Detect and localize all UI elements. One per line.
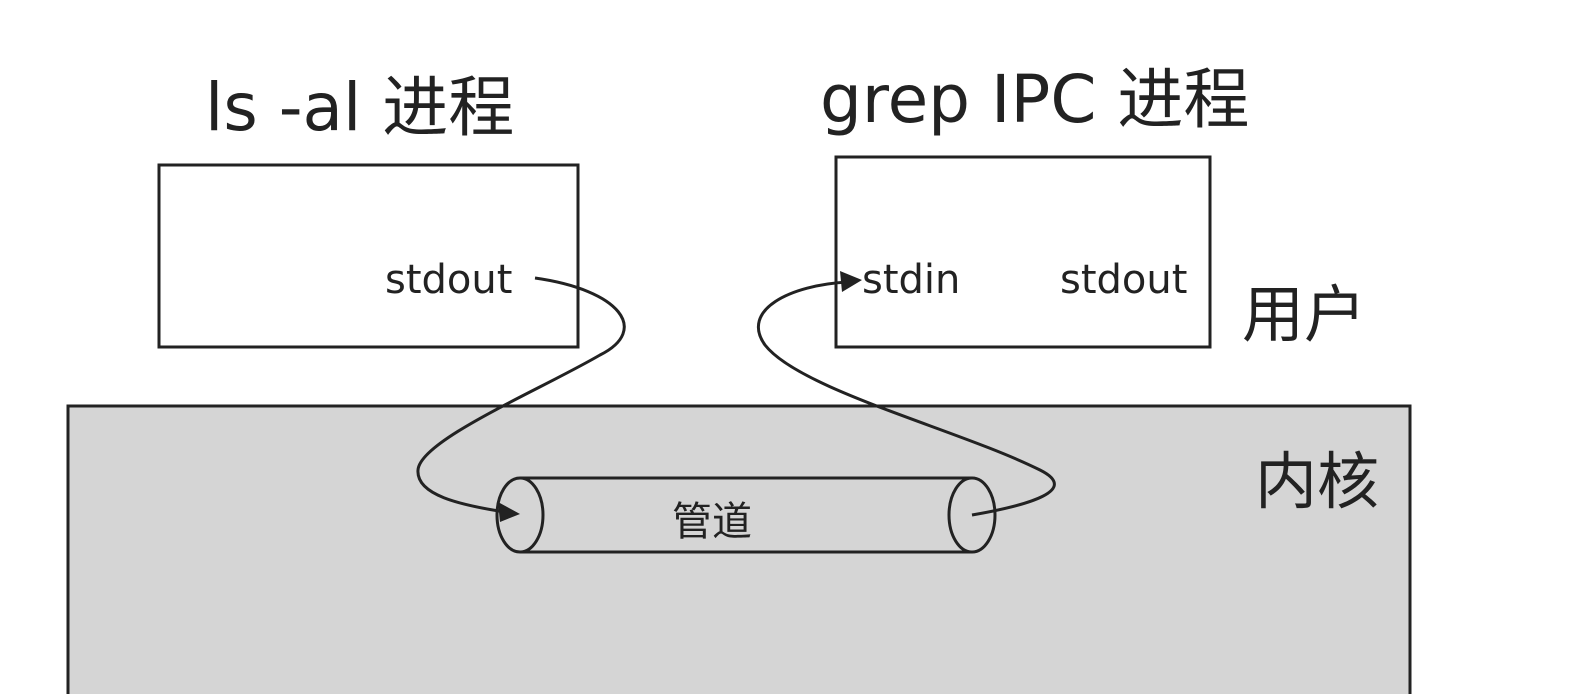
write-flow-line [416, 276, 626, 514]
right-process-title: grep IPC 进程 [820, 61, 1249, 138]
left-process-box [157, 163, 580, 349]
user-zone-label: 用户 [1242, 278, 1366, 351]
right-process-box [834, 155, 1212, 349]
read-flow-line [757, 280, 1056, 517]
pipe-label: 管道 [672, 499, 752, 545]
left-stdout-label: stdout [385, 257, 512, 303]
kernel-region [66, 404, 1412, 694]
right-stdout-label: stdout [1060, 257, 1187, 303]
write-flow-arrowhead [498, 502, 520, 522]
pipe-left-cap [495, 476, 545, 554]
left-process-title: ls -al 进程 [205, 69, 514, 146]
read-flow-arrowhead [840, 271, 862, 292]
right-stdin-label: stdin [862, 257, 960, 303]
kernel-zone-label: 内核 [1255, 445, 1379, 518]
